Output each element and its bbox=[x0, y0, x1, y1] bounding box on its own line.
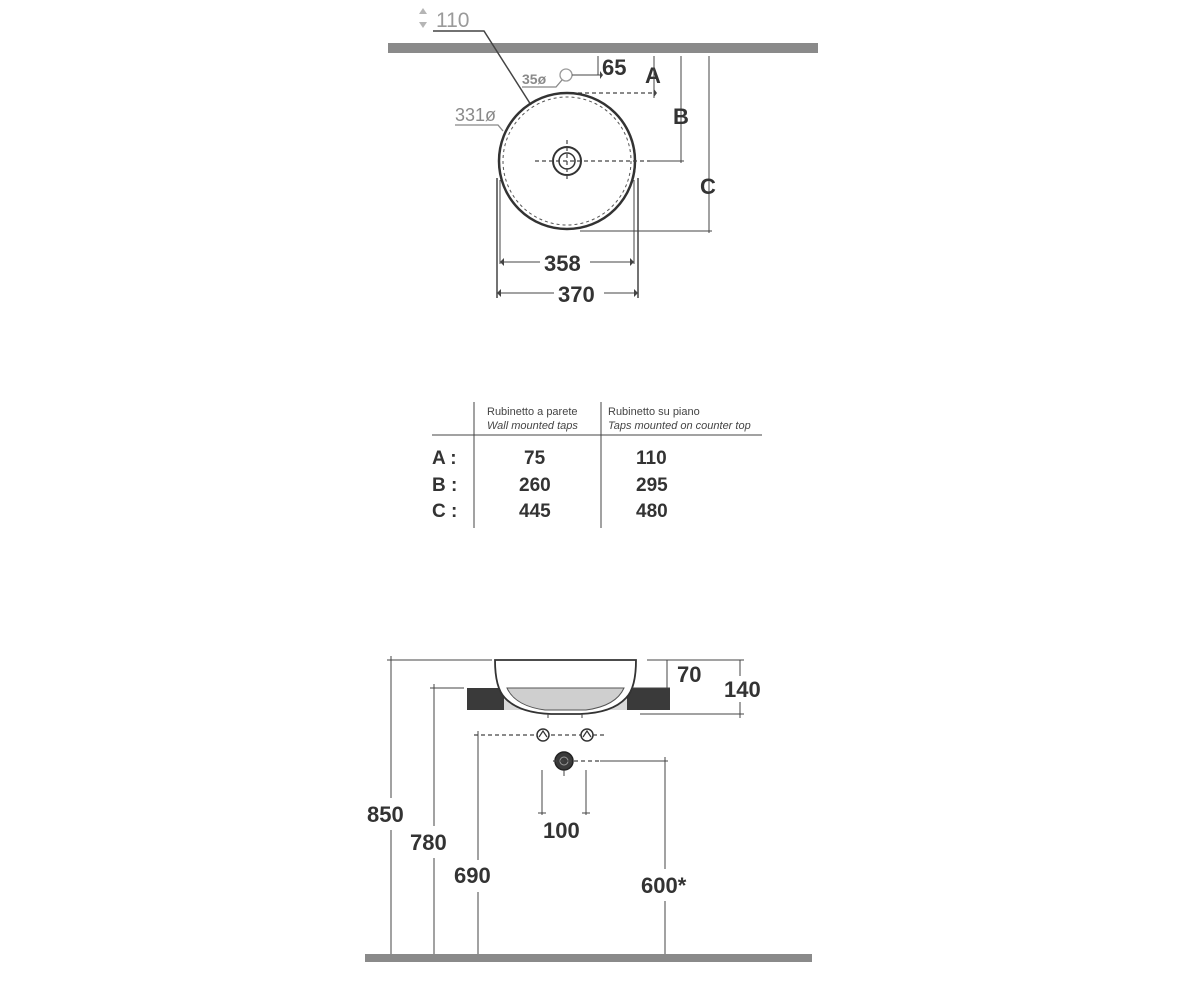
dimension-358: 358 bbox=[500, 251, 634, 276]
label-a: A bbox=[645, 63, 661, 88]
row-a-counter: 110 bbox=[636, 448, 667, 469]
row-b-wall: 260 bbox=[519, 475, 551, 496]
dim-331-dia: 331ø bbox=[455, 105, 496, 125]
dimension-370: 370 bbox=[497, 282, 638, 307]
dim-70: 70 bbox=[677, 662, 701, 687]
drain-connector bbox=[553, 751, 668, 776]
dim-100: 100 bbox=[543, 818, 580, 843]
tap-connectors bbox=[536, 728, 594, 742]
label-c: C bbox=[700, 174, 716, 199]
row-c-wall: 445 bbox=[519, 501, 551, 522]
top-view: 110 35ø 65 A B C bbox=[388, 8, 818, 307]
front-view: 70 140 850 780 690 bbox=[365, 656, 812, 962]
basin-top bbox=[497, 91, 650, 231]
col1-title: Rubinetto a parete bbox=[487, 406, 578, 418]
counter-left bbox=[467, 688, 504, 710]
row-c-label: C : bbox=[432, 501, 457, 522]
row-c-counter: 480 bbox=[636, 501, 668, 522]
dim-370: 370 bbox=[558, 282, 595, 307]
row-b-label: B : bbox=[432, 475, 457, 496]
row-b-counter: 295 bbox=[636, 475, 668, 496]
dim-850: 850 bbox=[367, 802, 404, 827]
col1-subtitle: Wall mounted taps bbox=[487, 420, 578, 432]
counter-right bbox=[627, 688, 670, 710]
row-a-label: A : bbox=[432, 448, 457, 469]
dimension-780: 780 bbox=[410, 684, 447, 955]
dimension-70: 70 bbox=[666, 660, 701, 688]
dimension-690: 690 bbox=[454, 731, 604, 955]
row-a-wall: 75 bbox=[524, 448, 546, 469]
dim-600: 600* bbox=[641, 873, 687, 898]
dim-35-dia: 35ø bbox=[522, 71, 547, 87]
dimension-a: A bbox=[578, 56, 661, 98]
dimension-table: Rubinetto a parete Wall mounted taps Rub… bbox=[432, 402, 762, 528]
dim-110-top: 110 bbox=[436, 9, 469, 32]
dimension-b: B bbox=[648, 56, 689, 163]
col2-title: Rubinetto su piano bbox=[608, 406, 700, 418]
dim-140: 140 bbox=[724, 677, 761, 702]
dim-65: 65 bbox=[602, 55, 626, 80]
leader-110: 110 bbox=[419, 8, 532, 106]
dim-780: 780 bbox=[410, 830, 447, 855]
tap-hole-marker: 35ø bbox=[522, 56, 603, 88]
dim-690: 690 bbox=[454, 863, 491, 888]
dimension-100: 100 bbox=[538, 770, 590, 843]
leader-331: 331ø bbox=[455, 105, 504, 132]
col2-subtitle: Taps mounted on counter top bbox=[608, 420, 751, 432]
dimension-600: 600* bbox=[641, 757, 687, 955]
dimension-850: 850 bbox=[367, 656, 404, 955]
dimension-140: 140 bbox=[724, 659, 761, 718]
wall-bar bbox=[388, 43, 818, 53]
dimension-c: C bbox=[580, 56, 716, 233]
dim-358: 358 bbox=[544, 251, 581, 276]
label-b: B bbox=[673, 104, 689, 129]
floor-bar bbox=[365, 954, 812, 962]
